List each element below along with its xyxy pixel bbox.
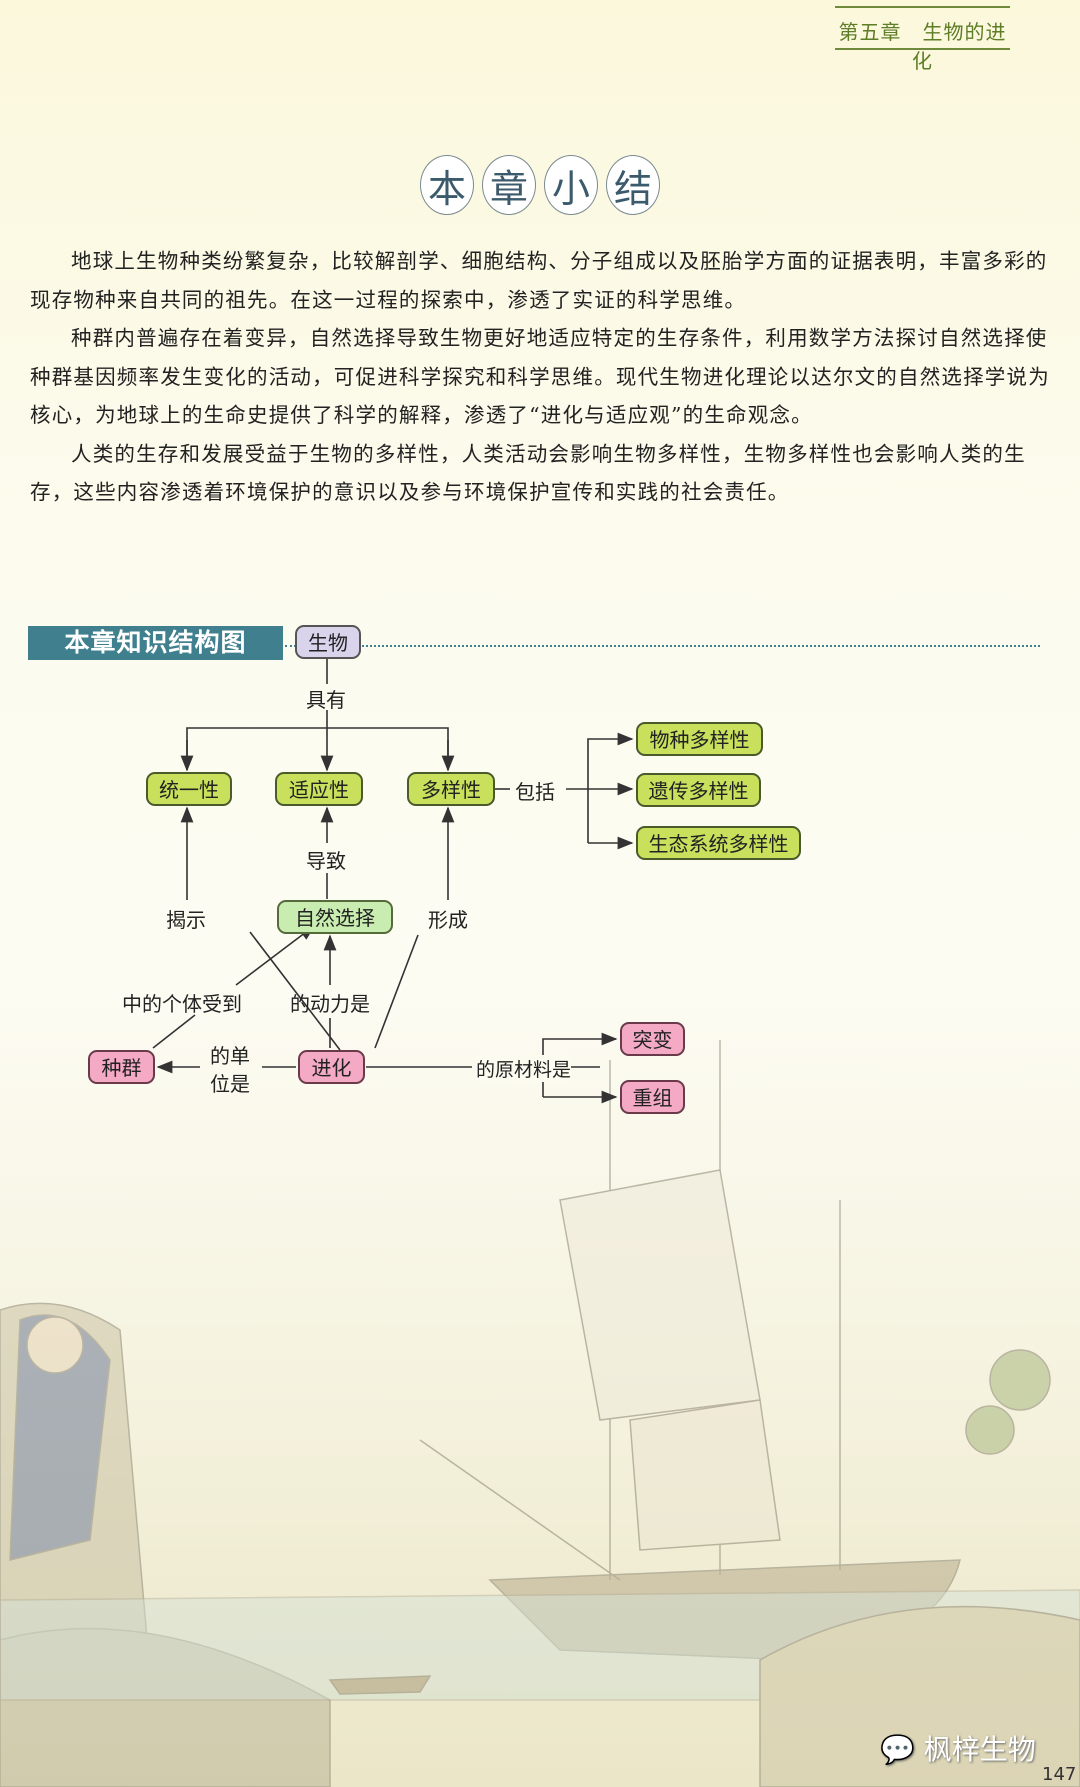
summary-text: 地球上生物种类纷繁复杂，比较解剖学、细胞结构、分子组成以及胚胎学方面的证据表明，… [30, 242, 1050, 512]
label-includes: 包括 [515, 780, 555, 804]
label-reveals: 揭示 [166, 908, 206, 932]
watermark-text: 枫梓生物 [923, 1733, 1036, 1766]
label-unit-line2: 位是 [210, 1072, 250, 1096]
summary-paragraph: 种群内普遍存在着变异，自然选择导致生物更好地适应特定的生存条件，利用数学方法探讨… [30, 326, 1050, 427]
chapter-header: 第五章 生物的进化 [835, 6, 1010, 73]
label-leads-to: 导致 [306, 849, 346, 873]
node-unity: 统一性 [146, 772, 232, 806]
node-diversity: 多样性 [407, 772, 495, 806]
page-title: 本 章 小 结 [0, 155, 1080, 215]
chapter-title: 第五章 生物的进化 [838, 20, 1007, 73]
title-char: 结 [606, 155, 660, 215]
summary-paragraph: 人类的生存和发展受益于生物的多样性，人类活动会影响生物多样性，生物多样性也会影响… [30, 441, 1026, 505]
node-population: 种群 [88, 1050, 155, 1084]
label-forms: 形成 [428, 908, 468, 932]
divider [835, 6, 1010, 8]
label-driving-force: 的动力是 [290, 992, 370, 1016]
section-heading: 本章知识结构图 [28, 626, 283, 660]
label-individuals-in: 中的个体受到 [122, 992, 242, 1016]
wechat-icon: 💬 [880, 1733, 915, 1766]
label-has: 具有 [306, 688, 346, 712]
title-char: 小 [544, 155, 598, 215]
watermark: 💬 枫梓生物 [880, 1728, 1036, 1768]
divider [835, 48, 1010, 50]
page-number: 147 [1042, 1764, 1077, 1785]
title-char: 章 [482, 155, 536, 215]
node-adaptability: 适应性 [275, 772, 363, 806]
node-mutation: 突变 [620, 1022, 685, 1056]
node-evolution: 进化 [298, 1050, 365, 1084]
summary-paragraph: 地球上生物种类纷繁复杂，比较解剖学、细胞结构、分子组成以及胚胎学方面的证据表明，… [30, 249, 1048, 312]
section-divider [285, 645, 1040, 647]
label-raw-material: 的原材料是 [476, 1055, 572, 1082]
connector [186, 727, 449, 770]
node-organism: 生物 [295, 625, 361, 659]
node-ecosystem-diversity: 生态系统多样性 [636, 826, 801, 860]
node-species-diversity: 物种多样性 [636, 722, 763, 756]
node-natural-selection: 自然选择 [277, 900, 393, 934]
label-unit-line1: 的单 [210, 1044, 250, 1068]
node-genetic-diversity: 遗传多样性 [636, 773, 761, 807]
node-recombination: 重组 [620, 1080, 685, 1114]
title-char: 本 [420, 155, 474, 215]
